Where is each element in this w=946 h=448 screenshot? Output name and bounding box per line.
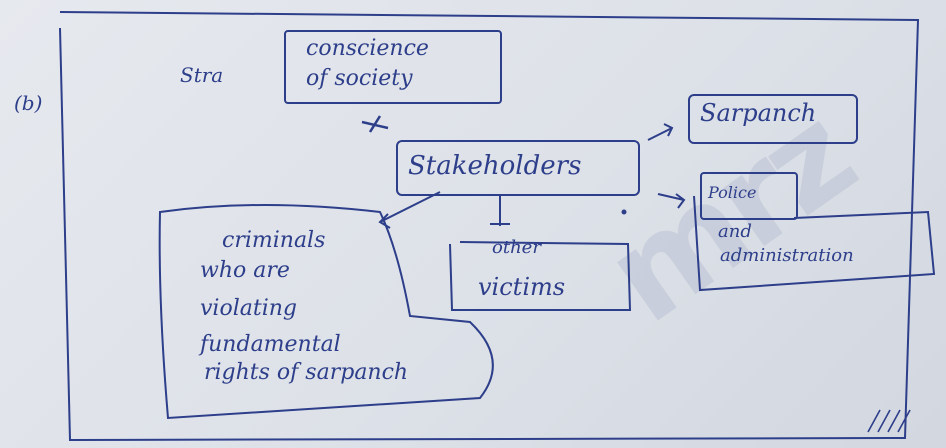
conscience-label-1: conscience <box>306 36 429 61</box>
criminals-label-4: fundamental <box>200 332 341 357</box>
police-inner-box <box>700 172 798 220</box>
arrow-to-police <box>657 193 686 209</box>
ink-dot <box>621 209 627 215</box>
sarpanch-box <box>688 94 858 144</box>
conscience-box <box>284 30 502 104</box>
strategy-prefix: Stra <box>180 63 224 87</box>
police-box <box>693 195 936 292</box>
criminals-label-2: who are <box>200 258 290 283</box>
conscience-label-2: of society <box>306 66 413 91</box>
victims-box <box>449 241 632 311</box>
arrow-to-criminals <box>378 191 441 229</box>
corner-scribble <box>867 409 911 433</box>
arrow-to-victims <box>490 196 510 226</box>
criminals-label-3: violating <box>200 296 297 321</box>
question-marker: (b) <box>14 91 43 115</box>
stakeholders-box <box>396 140 640 196</box>
criminals-label-5: rights of sarpanch <box>204 360 409 385</box>
victims-label-2: victims <box>478 273 566 301</box>
sarpanch-label: Sarpanch <box>700 99 817 127</box>
arrow-to-sarpanch <box>647 123 674 141</box>
criminals-box <box>158 204 494 420</box>
victims-label-1: other <box>492 237 541 258</box>
police-label-1: Police <box>708 183 757 202</box>
stakeholders-label: Stakeholders <box>408 151 582 181</box>
cross-mark <box>361 115 389 133</box>
outer-frame <box>59 11 920 442</box>
criminals-label-1: criminals <box>222 228 326 253</box>
police-label-2: and <box>718 221 752 242</box>
police-label-3: administration <box>720 245 854 266</box>
